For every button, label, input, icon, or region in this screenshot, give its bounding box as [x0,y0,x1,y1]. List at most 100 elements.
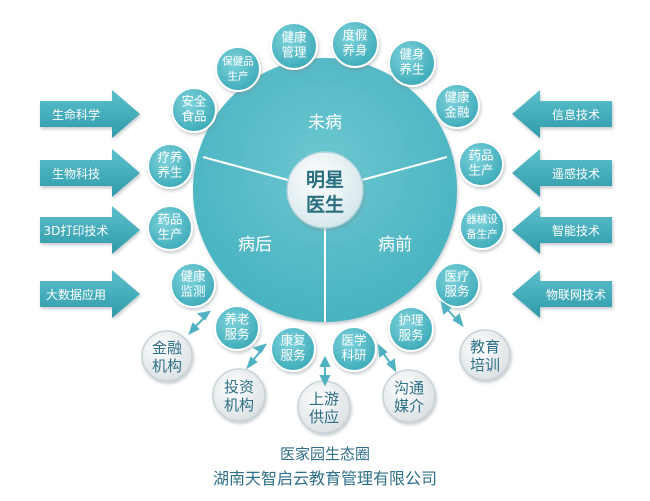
circle-shape [459,204,505,250]
circle-label: 健康 [281,30,307,45]
arrow-label: 生命科学 [52,107,100,122]
arrow-shape [40,270,140,318]
circle-label: 机构 [152,357,182,375]
left-arrow-1: 生命科学 [40,90,140,138]
circle-shape [331,20,379,68]
arrow-shape [40,206,140,254]
left-arrow-3: 3D打印技术 [40,206,140,254]
circle-label: 药品 [157,212,182,227]
circle-label: 监测 [180,284,205,299]
arrow-huli-goutong [377,343,397,373]
arrow-yiliao-jiaoyu [440,300,464,328]
circle-shape [141,330,193,382]
circle-label: 供应 [309,408,339,426]
left-arrow-2: 生物科技 [40,149,140,197]
arrow-kangfu-touzi [246,343,268,370]
circle-shape [270,22,318,70]
right-arrow-2: 遥感技术 [512,149,612,197]
circle-shape [147,205,193,251]
arrow-shape [512,270,612,318]
center-circle: 明星 医生 [286,151,364,229]
circle-label: 生产 [157,227,182,242]
circle-label: 健康 [180,269,206,284]
connector-arrows [188,300,464,387]
arrow-label: 遥感技术 [552,166,600,181]
circle-label: 养生 [399,62,424,77]
circle-label: 沟通 [394,379,424,397]
circle-shape [434,262,480,308]
circle-label: 安全 [181,94,207,109]
arrow-label: 物联网技术 [546,288,606,302]
circle-label: 服务 [398,328,423,343]
right-arrow-3: 智能技术 [512,206,612,254]
circle-label: 护理 [398,313,424,328]
circle-shape [215,46,261,92]
circle-shape [388,39,436,87]
circle-label: 科研 [341,348,366,363]
circle-shape [458,141,504,187]
circle-label: 投资 [224,378,254,396]
arrow-label: 生物科技 [52,167,100,181]
grey-circles: 金融机构投资机构上游供应沟通媒介教育培训 [141,329,511,434]
circle-label: 养生 [157,165,182,180]
left-arrow-4: 大数据应用 [40,270,140,318]
arrow-shape [512,90,612,138]
circle-shape [459,329,511,381]
circle-label: 疗养 [157,150,182,165]
circle-label: 器械设 [466,213,498,226]
arrow-shape [40,149,140,197]
circle-label: 健身 [399,47,424,62]
circle-label: 服务 [224,327,249,342]
outer-circles: 健康管理度假养身健身养生保健品生产安全食品健康金融疗养养生药品生产药品生产器械设… [147,20,505,372]
circle-shape [171,87,217,133]
arrow-label: 信息技术 [552,107,600,122]
circle-label: 教育 [470,338,500,356]
circle-shape [382,369,436,423]
circle-label: 健康 [444,90,470,105]
circle-label: 养身 [342,43,367,58]
circle-label: 康复 [280,333,306,348]
arrow-shape [40,90,140,138]
circle-label: 机构 [224,396,254,414]
footer-title: 医家园生态圈 [279,445,370,463]
circle-label: 服务 [444,284,469,299]
arrow-label: 智能技术 [552,223,600,238]
circle-label: 管理 [281,45,307,60]
circle-label: 媒介 [394,397,424,415]
circle-label: 服务 [280,348,305,363]
circle-label: 生产 [228,70,249,83]
circle-shape [170,262,216,308]
arrow-shape [512,206,612,254]
circle-label: 医疗 [444,269,469,284]
circle-label: 上游 [309,390,339,408]
circle-label: 药品 [468,148,493,163]
arrow-shape [512,149,612,197]
right-arrow-1: 信息技术 [512,90,612,138]
segment-right-label: 病前 [378,235,412,255]
arrow-label: 大数据应用 [46,287,106,302]
circle-label: 金融 [444,105,470,120]
footer-company: 湖南天智启云教育管理有限公司 [212,469,437,488]
circle-shape [214,305,260,351]
